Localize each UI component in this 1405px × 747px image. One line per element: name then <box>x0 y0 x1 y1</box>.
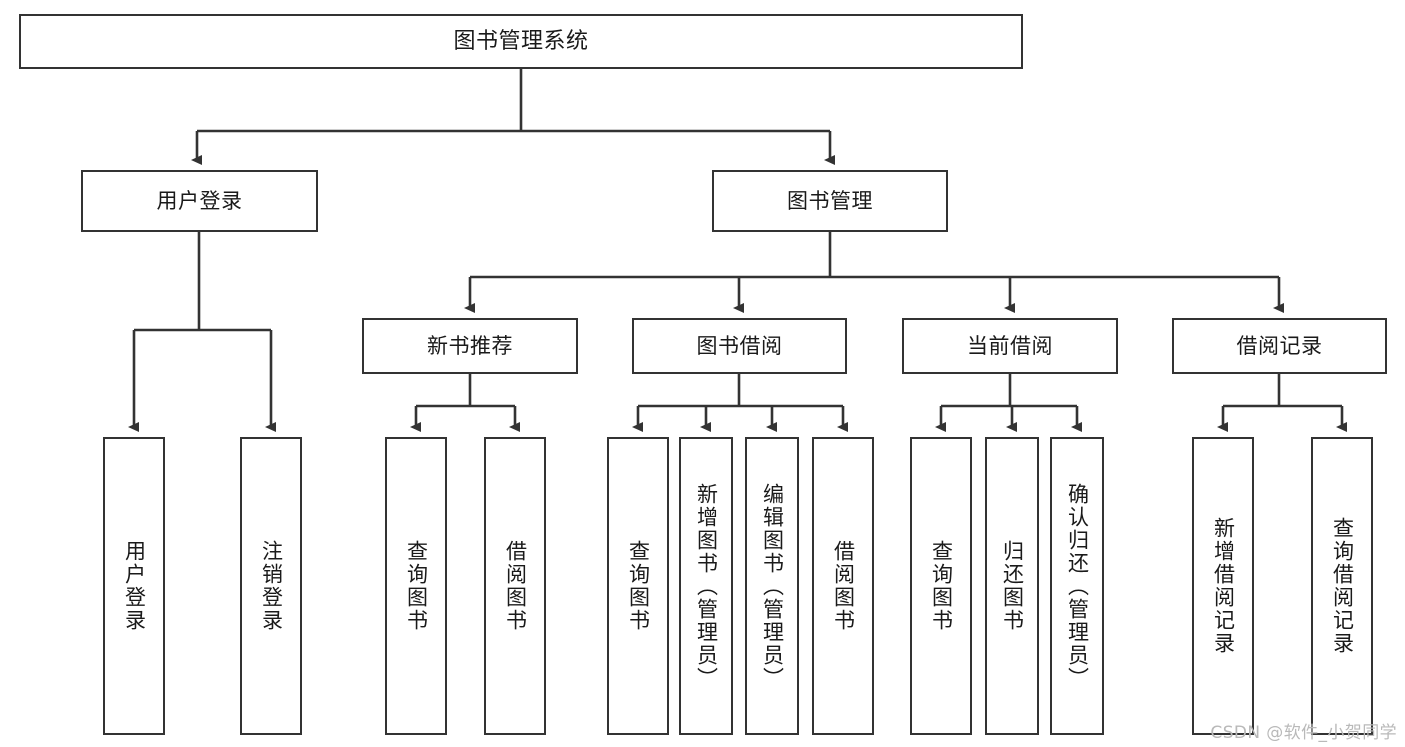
node-leaf-add-book-label: 新增图书（管理员） <box>694 482 719 690</box>
node-root[interactable]: 图书管理系统 <box>19 14 1023 69</box>
node-leaf-user-login[interactable]: 用户登录 <box>103 437 165 735</box>
node-leaf-borrow-book-recommend-label: 借阅图书 <box>503 540 528 632</box>
node-leaf-borrow-book-recommend[interactable]: 借阅图书 <box>484 437 546 735</box>
node-new-book-recommend[interactable]: 新书推荐 <box>362 318 578 374</box>
node-leaf-query-book-borrow[interactable]: 查询图书 <box>607 437 669 735</box>
node-leaf-confirm-return-label: 确认归还（管理员） <box>1065 482 1090 690</box>
node-leaf-add-book[interactable]: 新增图书（管理员） <box>679 437 733 735</box>
node-leaf-return-book[interactable]: 归还图书 <box>985 437 1039 735</box>
node-leaf-user-logout-label: 注销登录 <box>259 540 284 632</box>
node-book-borrow[interactable]: 图书借阅 <box>632 318 847 374</box>
node-current-borrow-label: 当前借阅 <box>967 333 1053 358</box>
node-leaf-add-borrow-record-label: 新增借阅记录 <box>1211 517 1236 655</box>
node-leaf-edit-book[interactable]: 编辑图书（管理员） <box>745 437 799 735</box>
node-leaf-user-login-label: 用户登录 <box>122 540 147 632</box>
node-leaf-user-logout[interactable]: 注销登录 <box>240 437 302 735</box>
node-leaf-query-book-recommend[interactable]: 查询图书 <box>385 437 447 735</box>
node-leaf-query-book-current-label: 查询图书 <box>929 540 954 632</box>
node-borrow-record-label: 借阅记录 <box>1236 333 1323 358</box>
node-root-label: 图书管理系统 <box>453 28 589 54</box>
node-leaf-query-book-borrow-label: 查询图书 <box>626 540 651 632</box>
node-leaf-confirm-return[interactable]: 确认归还（管理员） <box>1050 437 1104 735</box>
node-book-borrow-label: 图书借阅 <box>696 333 783 358</box>
node-borrow-record[interactable]: 借阅记录 <box>1172 318 1387 374</box>
node-leaf-query-book-current[interactable]: 查询图书 <box>910 437 972 735</box>
node-leaf-query-book-recommend-label: 查询图书 <box>404 540 429 632</box>
node-leaf-add-borrow-record[interactable]: 新增借阅记录 <box>1192 437 1254 735</box>
csdn-watermark: CSDN @软件_小贺同学 <box>1210 723 1397 743</box>
node-leaf-query-borrow-record-label: 查询借阅记录 <box>1330 517 1355 655</box>
node-leaf-query-borrow-record[interactable]: 查询借阅记录 <box>1311 437 1373 735</box>
node-current-borrow[interactable]: 当前借阅 <box>902 318 1118 374</box>
node-book-manage[interactable]: 图书管理 <box>712 170 948 232</box>
node-new-book-recommend-label: 新书推荐 <box>427 333 513 358</box>
node-leaf-borrow-book[interactable]: 借阅图书 <box>812 437 874 735</box>
node-leaf-return-book-label: 归还图书 <box>1000 540 1025 632</box>
node-user-login[interactable]: 用户登录 <box>81 170 318 232</box>
node-user-login-label: 用户登录 <box>156 188 243 213</box>
node-leaf-borrow-book-label: 借阅图书 <box>831 540 856 632</box>
node-book-manage-label: 图书管理 <box>787 188 873 213</box>
node-leaf-edit-book-label: 编辑图书（管理员） <box>760 482 785 690</box>
